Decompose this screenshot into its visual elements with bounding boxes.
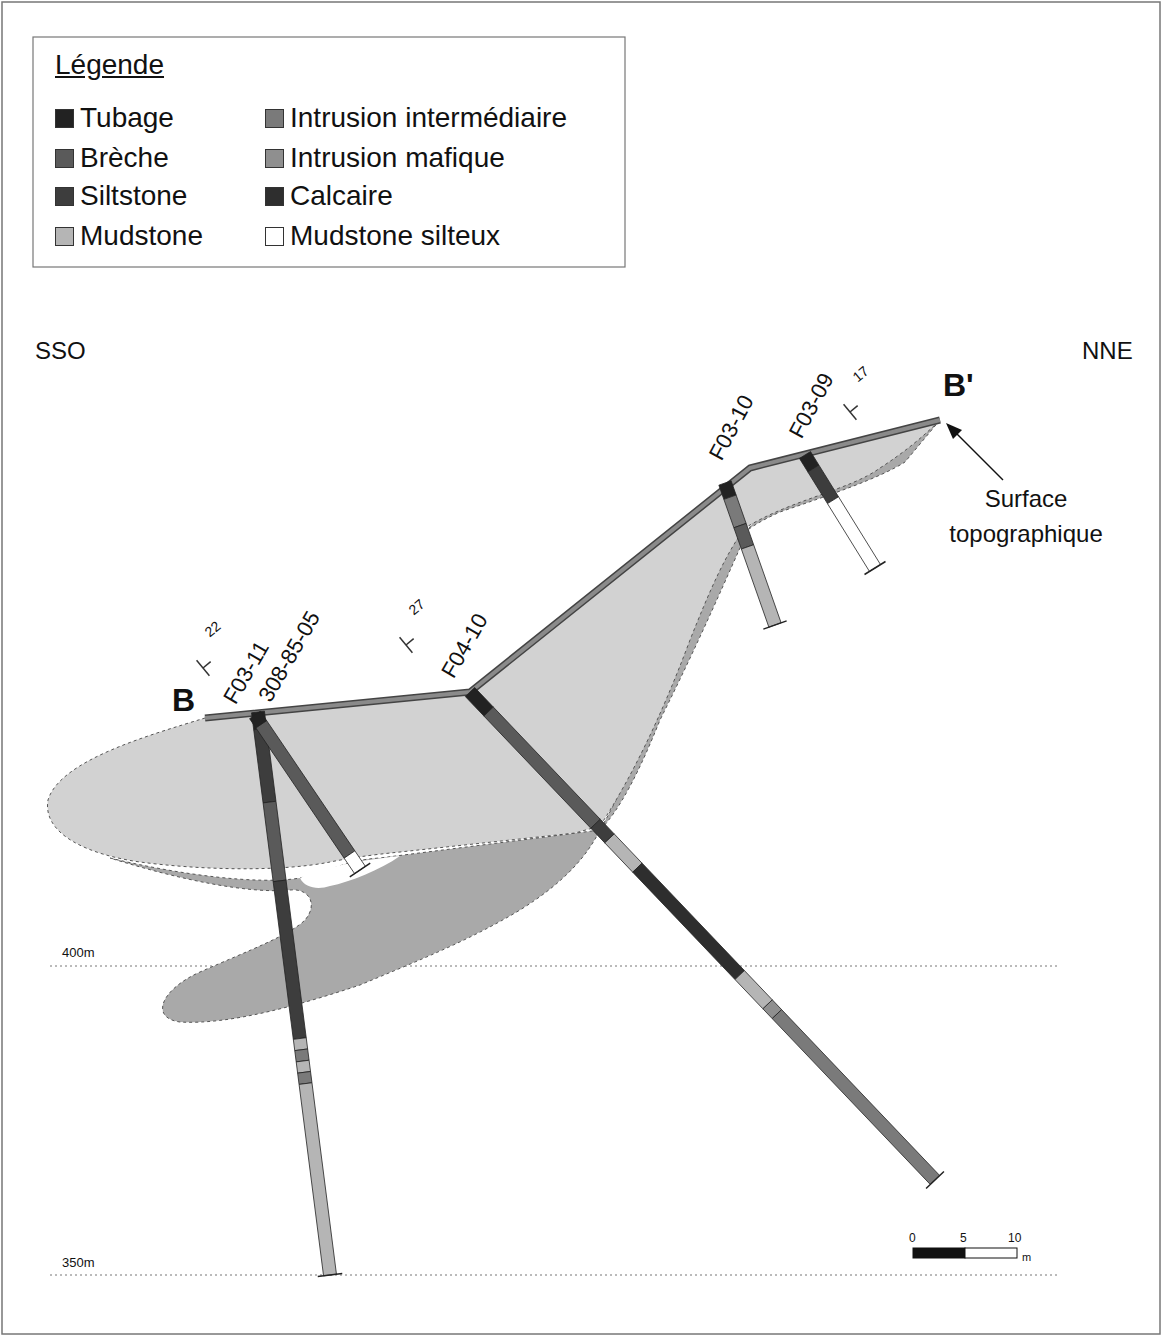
drill-hole-segment — [827, 497, 880, 572]
legend-swatch — [55, 227, 74, 246]
label: 10 — [1008, 1232, 1021, 1245]
legend-item: Mudstone — [55, 221, 203, 252]
legend-title: Légende — [55, 50, 164, 81]
legend-text: Intrusion mafique — [290, 143, 505, 174]
drill-hole-segment — [295, 1049, 309, 1062]
drill-hole-segment — [293, 1038, 307, 1051]
drill-hole-segment — [256, 721, 355, 858]
drill-hole-segment — [724, 495, 746, 528]
drill-hole-segment — [734, 523, 754, 549]
drill-hole-segment — [735, 971, 772, 1009]
legend-item: Calcaire — [265, 181, 393, 212]
label: 400m — [62, 946, 95, 960]
legend-text: Intrusion intermédiaire — [290, 103, 567, 134]
leader-line — [953, 430, 1003, 480]
dip-symbol — [197, 654, 218, 676]
legend-text: Siltstone — [80, 181, 187, 212]
legend-swatch — [55, 149, 74, 168]
label: m — [1022, 1251, 1031, 1263]
drill-hole-segment — [633, 863, 745, 979]
legend-swatch — [55, 109, 74, 128]
legend-text: Calcaire — [290, 181, 393, 212]
legend-text: Mudstone — [80, 221, 203, 252]
drill-hole-segment — [299, 1083, 336, 1276]
dip-symbol — [844, 398, 865, 420]
label: B' — [943, 368, 974, 403]
label: Surface topographique — [916, 482, 1136, 552]
legend-swatch — [265, 109, 284, 128]
label: NNE — [1082, 338, 1133, 364]
legend-swatch — [265, 227, 284, 246]
topographic-surface — [205, 420, 940, 718]
hole-end — [865, 561, 886, 574]
topographic-surface — [205, 420, 940, 718]
drill-hole-segment — [605, 834, 642, 872]
legend-text: Mudstone silteux — [290, 221, 500, 252]
legend-swatch — [265, 187, 284, 206]
drill-hole-segment — [298, 1071, 312, 1084]
legend-item: Intrusion intermédiaire — [265, 103, 567, 134]
elevation-line — [50, 966, 1057, 967]
label: 0 — [909, 1232, 916, 1245]
scale-bar — [913, 1248, 965, 1258]
drill-hole-segment — [344, 851, 365, 874]
legend-item: Brèche — [55, 143, 169, 174]
elevation-line — [50, 1275, 1057, 1276]
scale-bar — [965, 1248, 1017, 1258]
legend-item: Siltstone — [55, 181, 187, 212]
label: 5 — [960, 1232, 967, 1245]
drill-hole-segment — [772, 1010, 940, 1185]
drill-hole-segment — [808, 465, 839, 503]
hole-end — [350, 863, 370, 877]
legend-box — [33, 37, 625, 267]
legend-text: Tubage — [80, 103, 174, 134]
label: B — [172, 683, 195, 718]
legend-text: Brèche — [80, 143, 169, 174]
legend-item: Tubage — [55, 103, 174, 134]
drill-hole-segment — [273, 880, 306, 1039]
hole-end — [926, 1171, 944, 1188]
drill-hole-segment — [263, 801, 286, 881]
hole-end — [318, 1273, 343, 1276]
legend-item: Intrusion mafique — [265, 143, 505, 174]
dip-symbol — [400, 631, 421, 653]
arrowhead — [946, 423, 962, 439]
drill-hole-segment — [296, 1060, 310, 1073]
label: 350m — [62, 1256, 95, 1270]
drill-hole-segment — [484, 707, 600, 828]
label: SSO — [35, 338, 86, 364]
legend-item: Mudstone silteux — [265, 221, 500, 252]
legend-swatch — [265, 149, 284, 168]
legend-swatch — [55, 187, 74, 206]
drill-hole-segment — [741, 545, 781, 627]
mudstone-body — [47, 420, 940, 869]
hole-end — [763, 621, 786, 629]
